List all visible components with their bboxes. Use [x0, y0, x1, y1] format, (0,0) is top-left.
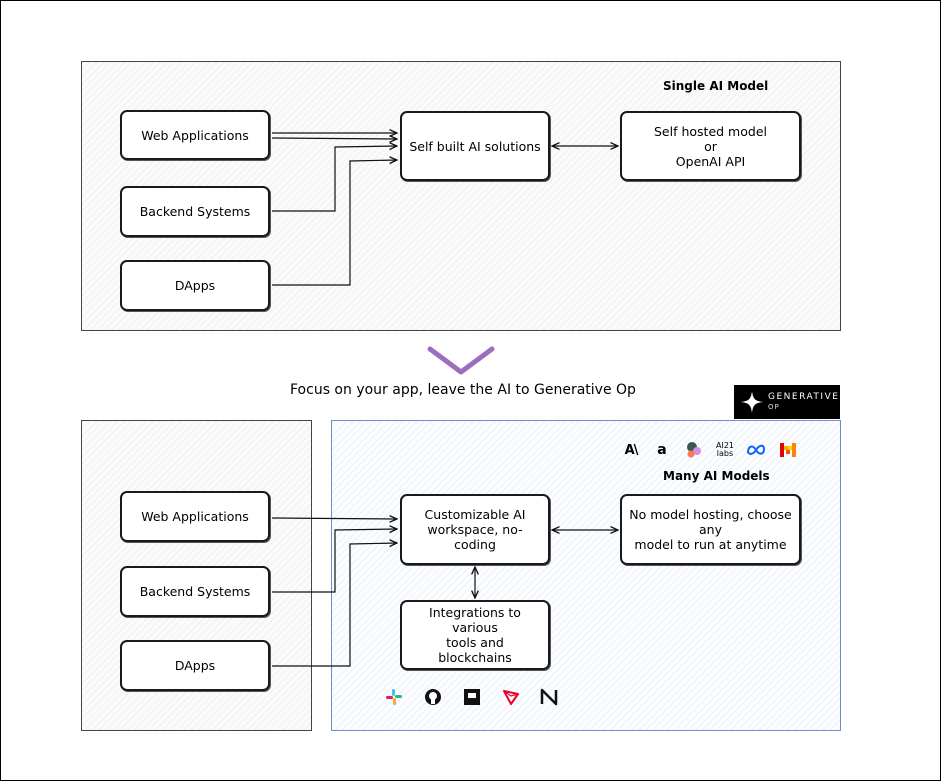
bottom-model-box[interactable]: No model hosting, choose any model to ru… [620, 494, 801, 565]
dark-square-icon [462, 687, 482, 707]
logo-line2: OP [768, 403, 780, 411]
meta-icon [746, 440, 766, 460]
anthropic-icon: A\ [624, 442, 639, 458]
slack-icon [384, 687, 404, 707]
top-panel-title: Single AI Model [663, 79, 769, 93]
bottom-source-dapps[interactable]: DApps [120, 640, 270, 691]
bottom-center-ai-workspace[interactable]: Customizable AI workspace, no-coding [400, 494, 550, 565]
ai21-labs-text: AI21 labs [715, 441, 734, 458]
near-icon [539, 687, 559, 707]
logo-line1: GENERATIVE [768, 392, 840, 402]
top-source-backend-systems[interactable]: Backend Systems [120, 186, 270, 237]
amazon-icon: a [657, 442, 667, 458]
top-center-ai-solutions[interactable]: Self built AI solutions [400, 111, 550, 181]
top-source-dapps[interactable]: DApps [120, 260, 270, 311]
bottom-panel-title: Many AI Models [663, 469, 770, 483]
bottom-source-web-applications[interactable]: Web Applications [120, 491, 270, 542]
bottom-source-backend-systems[interactable]: Backend Systems [120, 566, 270, 617]
integrations-box[interactable]: Integrations to various tools and blockc… [400, 600, 550, 670]
generative-op-logo: GENERATIVE OP [734, 385, 840, 419]
mistral-icon [778, 440, 798, 460]
cohere-icon [684, 440, 704, 460]
caption-text: Focus on your app, leave the AI to Gener… [290, 382, 636, 398]
bottom-right-panel [331, 420, 841, 731]
tron-icon [501, 687, 521, 707]
top-model-box[interactable]: Self hosted model or OpenAI API [620, 111, 801, 181]
top-source-web-applications[interactable]: Web Applications [120, 110, 270, 160]
ai21-labs-icon: AI21 labs [715, 440, 735, 460]
github-icon [423, 687, 443, 707]
star-logo-icon [741, 391, 763, 413]
